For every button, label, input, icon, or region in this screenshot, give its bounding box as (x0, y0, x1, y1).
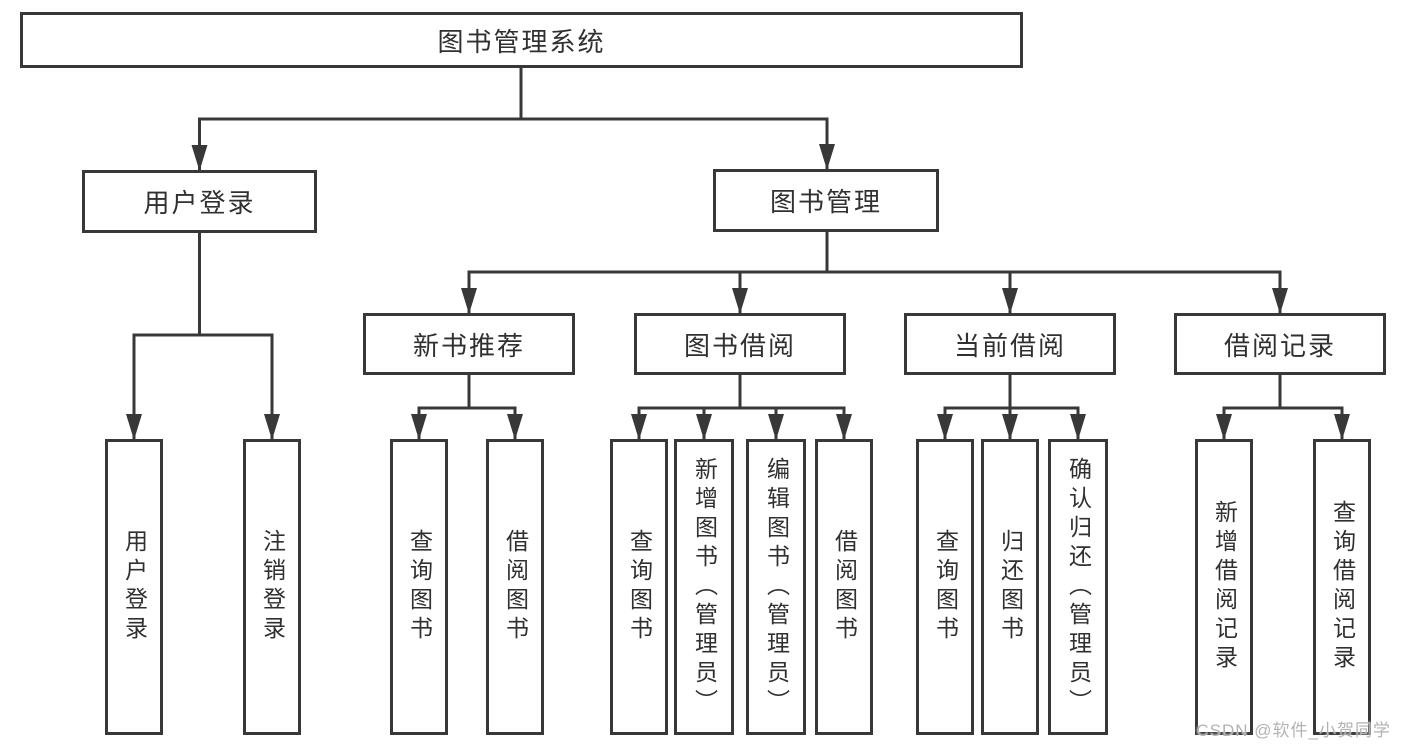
leaf-logout-label: 注销登录 (259, 529, 286, 645)
node-borrow-records: 借阅记录 (1174, 313, 1386, 375)
node-book-borrowing: 图书借阅 (634, 313, 846, 375)
leaf-query-books-recommend: 查询图书 (390, 439, 448, 735)
node-book-management-label: 图书管理 (769, 187, 882, 217)
leaf-user-login-label: 用户登录 (121, 529, 148, 645)
leaf-add-books-admin: 新增图书（管理员） (674, 439, 734, 735)
node-root-library-system: 图书管理系统 (20, 12, 1023, 68)
leaf-logout: 注销登录 (243, 439, 301, 735)
node-new-book-recommend-label: 新书推荐 (412, 330, 525, 361)
leaf-confirm-return-admin: 确认归还（管理员） (1048, 439, 1108, 735)
node-current-borrowing: 当前借阅 (904, 313, 1116, 375)
leaf-add-books-admin-label: 新增图书（管理员） (691, 456, 718, 718)
leaf-user-login: 用户登录 (105, 439, 163, 735)
leaf-query-books-current: 查询图书 (916, 439, 974, 735)
leaf-query-books-current-label: 查询图书 (932, 529, 959, 645)
node-user-login: 用户登录 (82, 170, 317, 233)
leaf-borrow-books-recommend-label: 借阅图书 (502, 529, 529, 645)
node-new-book-recommend: 新书推荐 (363, 313, 575, 375)
leaf-return-books: 归还图书 (981, 439, 1039, 735)
leaf-borrow-books-borrowing: 借阅图书 (815, 439, 873, 735)
leaf-query-books-borrowing: 查询图书 (610, 439, 668, 735)
node-user-login-label: 用户登录 (143, 188, 256, 218)
leaf-borrow-books-borrowing-label: 借阅图书 (831, 529, 858, 645)
leaf-query-books-borrowing-label: 查询图书 (626, 529, 653, 645)
leaf-add-borrow-record: 新增借阅记录 (1195, 439, 1253, 735)
leaf-confirm-return-admin-label: 确认归还（管理员） (1065, 456, 1092, 718)
leaf-query-borrow-record-label: 查询借阅记录 (1329, 500, 1356, 674)
node-borrow-records-label: 借阅记录 (1223, 330, 1336, 361)
leaf-query-borrow-record: 查询借阅记录 (1313, 439, 1371, 735)
leaf-borrow-books-recommend: 借阅图书 (486, 439, 544, 735)
csdn-watermark: CSDN @软件_小贺同学 (1196, 721, 1391, 740)
node-book-borrowing-label: 图书借阅 (683, 330, 796, 361)
leaf-add-borrow-record-label: 新增借阅记录 (1211, 500, 1238, 674)
leaf-edit-books-admin: 编辑图书（管理员） (746, 439, 806, 735)
leaf-edit-books-admin-label: 编辑图书（管理员） (763, 456, 790, 718)
node-root-label: 图书管理系统 (437, 26, 606, 57)
leaf-query-books-recommend-label: 查询图书 (406, 529, 433, 645)
node-book-management: 图书管理 (713, 169, 939, 232)
node-current-borrowing-label: 当前借阅 (953, 330, 1066, 361)
leaf-return-books-label: 归还图书 (997, 529, 1024, 645)
